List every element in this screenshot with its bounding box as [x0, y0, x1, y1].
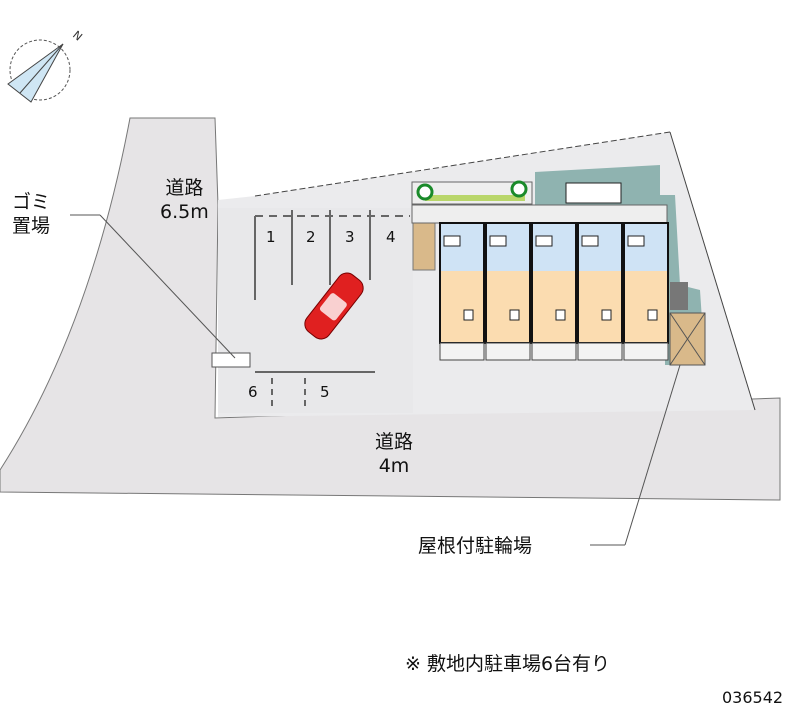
parking-spot-4: 4 — [386, 228, 396, 246]
garbage-line1: ゴミ — [12, 191, 51, 213]
parking-spot-5: 5 — [320, 383, 330, 401]
bicycle-parking-label: 屋根付駐輪場 — [418, 535, 533, 557]
svg-text:N: N — [70, 28, 85, 43]
car-icon — [304, 272, 364, 340]
reference-number: 036542 — [722, 688, 784, 707]
garbage-box — [211, 352, 251, 368]
road-name: 道路 — [375, 431, 414, 453]
road-left — [0, 117, 781, 501]
garbage-label: ゴミ 置場 — [12, 190, 50, 238]
bottom-road-label: 道路 4m — [375, 430, 413, 478]
apartment-units — [439, 222, 669, 361]
parking-spot-1: 1 — [266, 228, 276, 246]
road-width: 4m — [378, 455, 410, 477]
top-road-label: 道路 6.5m — [160, 176, 209, 224]
garbage-line2: 置場 — [12, 215, 51, 237]
road-width: 6.5m — [160, 201, 209, 223]
parking-note: ※ 敷地内駐車場6台有り — [405, 653, 611, 675]
parking-lines — [254, 210, 410, 410]
parking-spot-6: 6 — [248, 383, 258, 401]
compass-icon: N — [7, 28, 85, 103]
parking-spot-3: 3 — [345, 228, 355, 246]
parking-spot-2: 2 — [306, 228, 316, 246]
road-name: 道路 — [165, 177, 204, 199]
